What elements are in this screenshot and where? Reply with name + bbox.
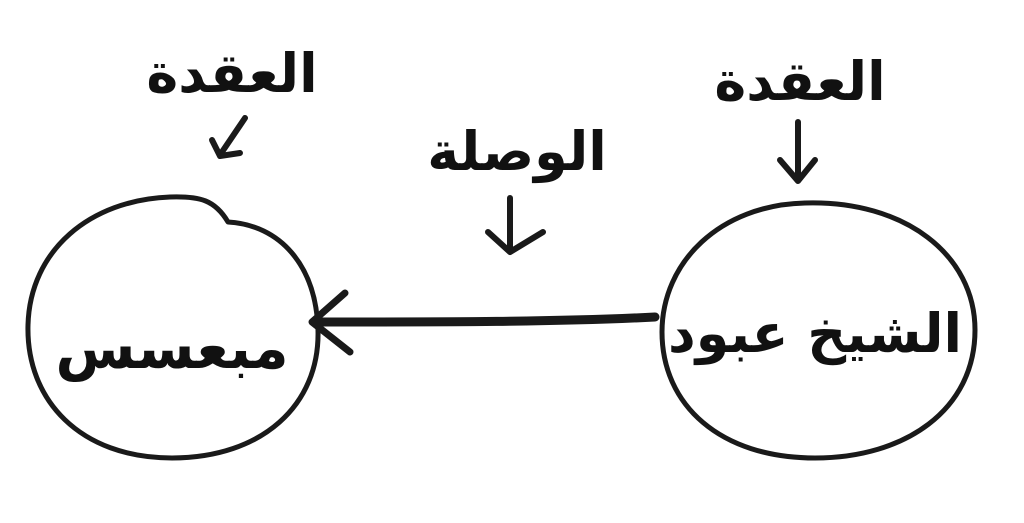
edge-arrowhead [308, 289, 354, 356]
node-label-left: مبعسس [55, 314, 288, 382]
node-circle-left [25, 194, 321, 461]
node-circle-right [659, 200, 978, 461]
annotation-left-node: العقدة [146, 42, 317, 105]
pointer-arrow-left-node [219, 115, 248, 155]
node-label-right: الشيخ عبود [668, 302, 962, 365]
pointer-arrow-edge-head [485, 229, 546, 255]
edge-line [313, 312, 660, 327]
pointer-arrow-right-node-head [777, 157, 818, 184]
annotation-edge: الوصلة [427, 120, 607, 183]
annotation-right-node: العقدة [714, 50, 885, 113]
pointer-arrow-left-node-head [209, 137, 243, 159]
